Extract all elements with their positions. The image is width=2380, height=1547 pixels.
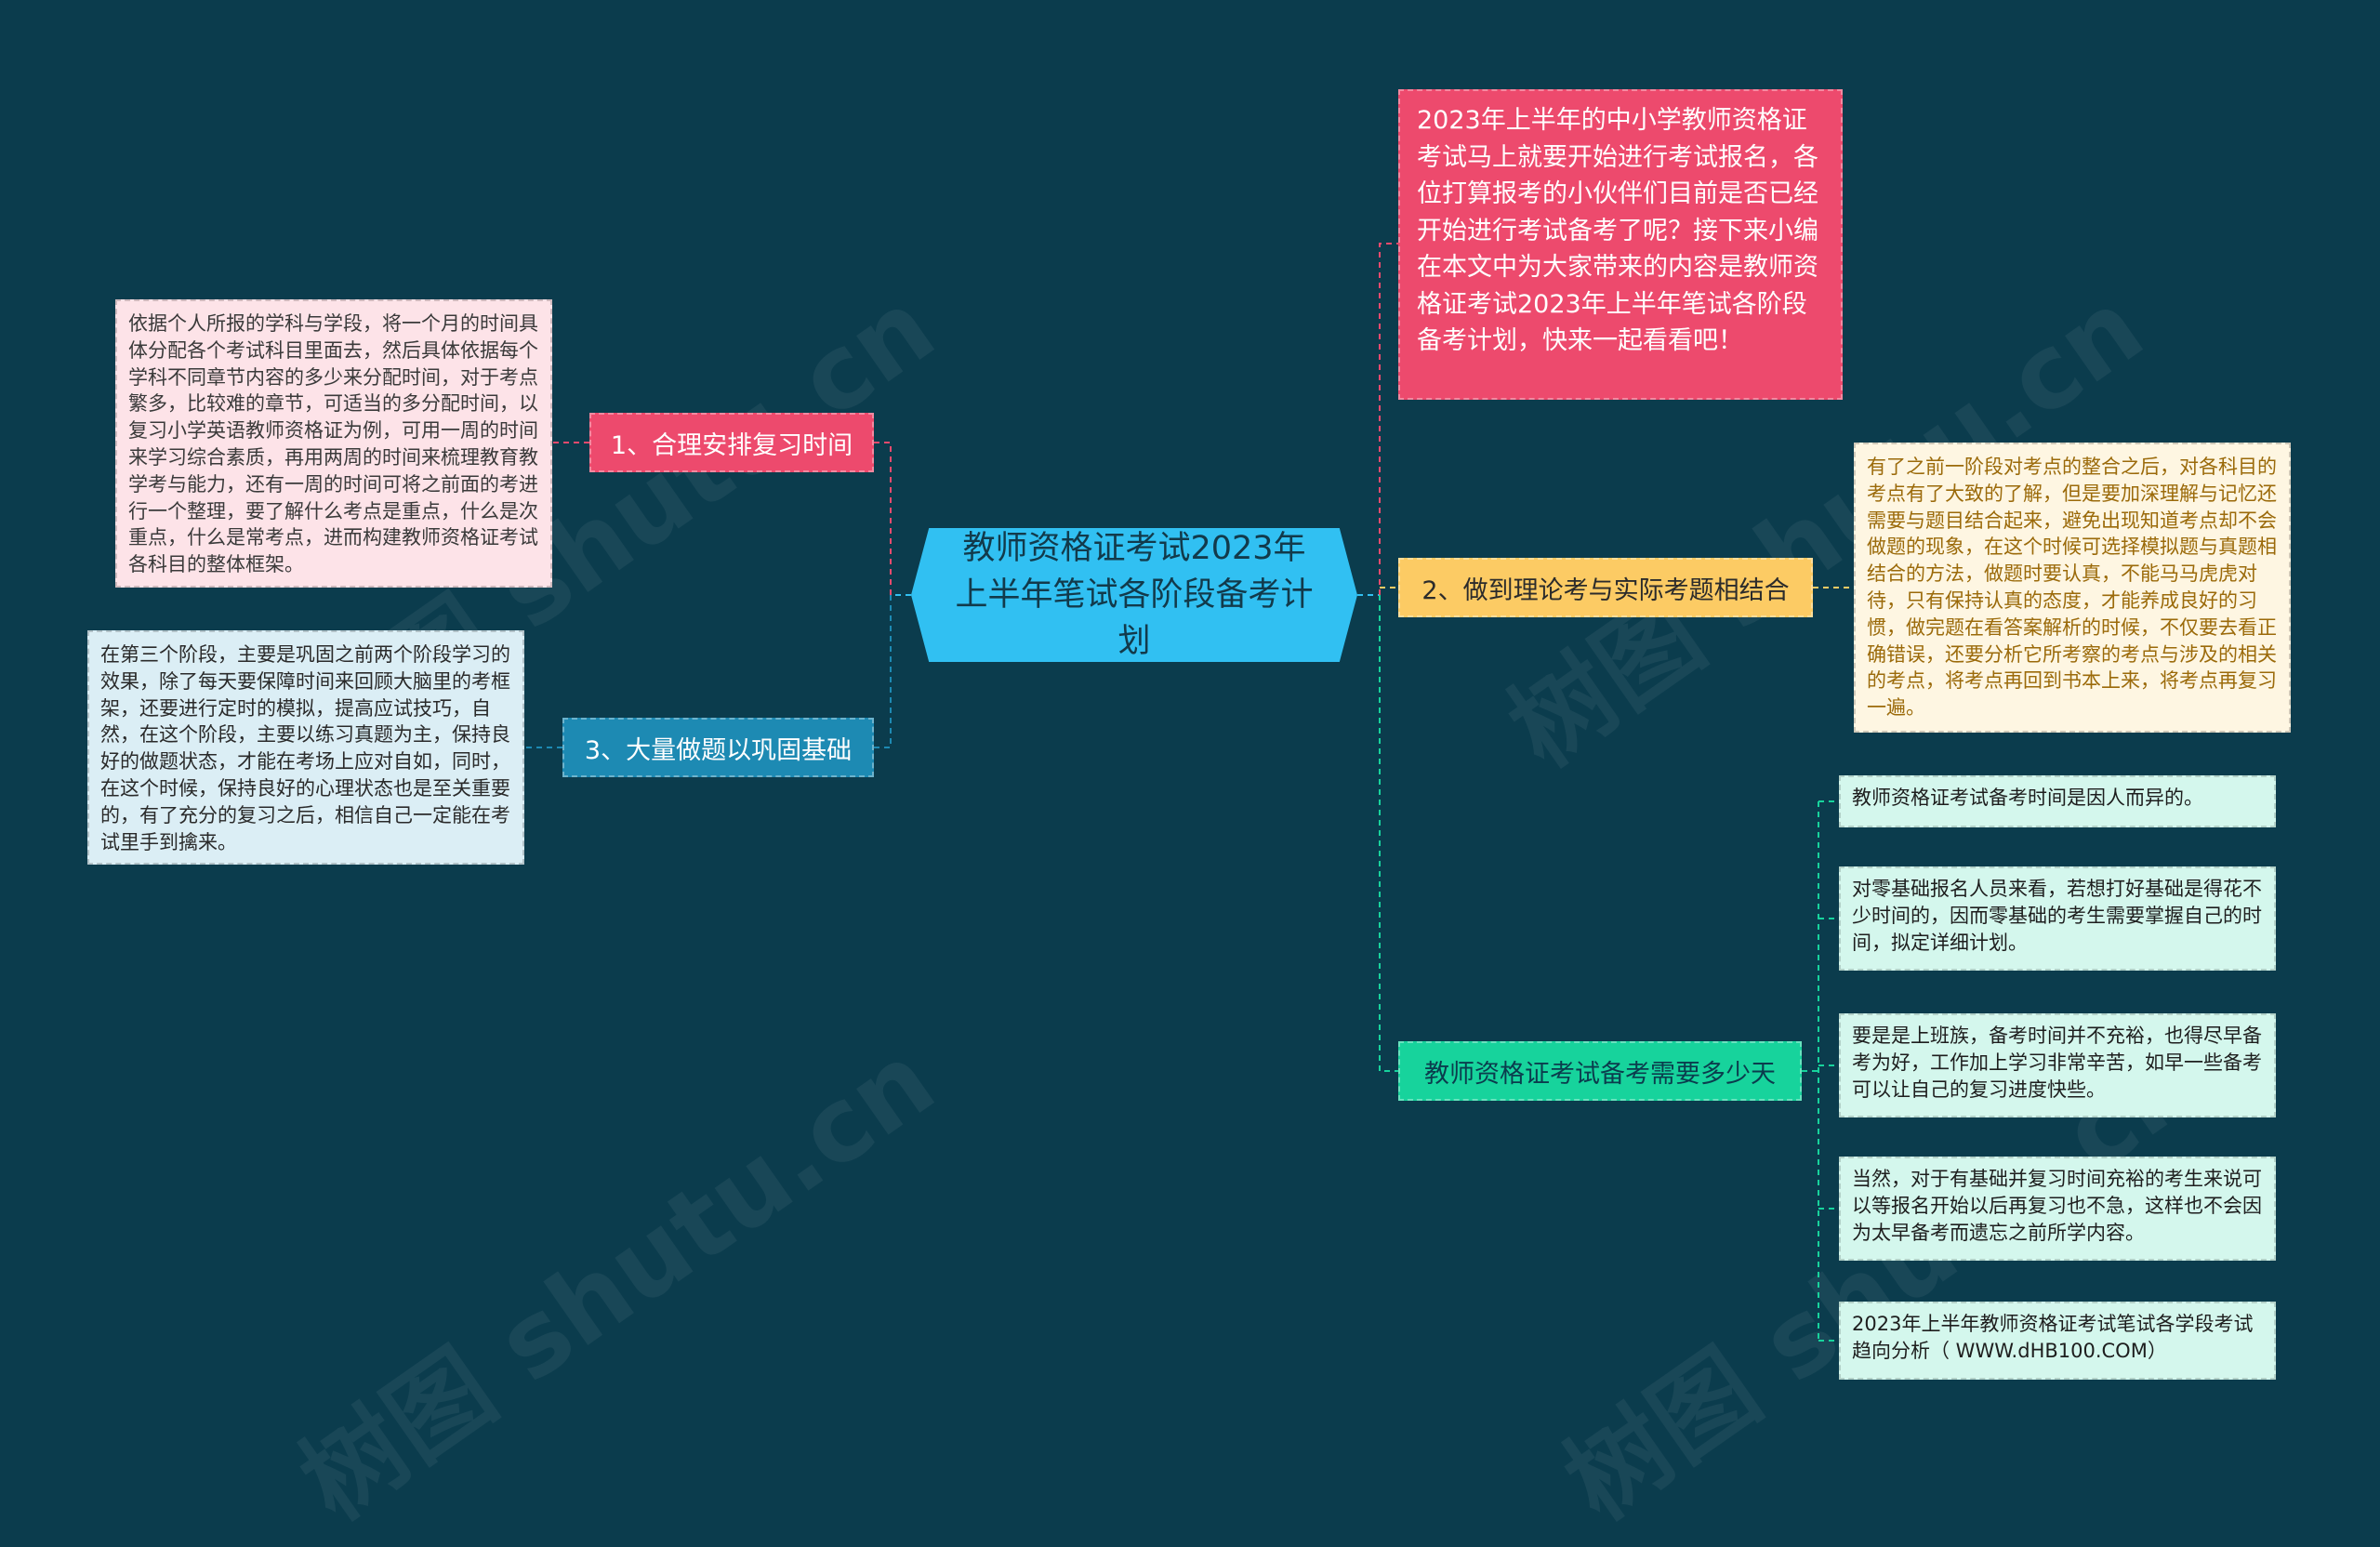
branch-theory-practice[interactable]: 2、做到理论考与实际考题相结合 — [1398, 558, 1813, 617]
connector-lines — [524, 243, 1854, 1342]
connector-left-trunk-pink — [874, 442, 892, 595]
leaf-prep-days-5[interactable]: 2023年上半年教师资格证考试笔试各学段考试趋向分析（ WWW.dHB100.C… — [1839, 1302, 2276, 1380]
leaf-review-time-detail[interactable]: 依据个人所报的学科与学段，将一个月的时间具体分配各个考试科目里面去，然后具体依据… — [115, 299, 552, 588]
leaf-prep-days-3[interactable]: 要是是上班族，备考时间并不充裕，也得尽早备考为好，工作加上学习非常辛苦，如早一些… — [1839, 1013, 2276, 1117]
branch-review-time[interactable]: 1、合理安排复习时间 — [589, 413, 874, 472]
leaf-theory-practice-detail[interactable]: 有了之前一阶段对考点的整合之后，对各科目的考点有了大致的了解，但是要加深理解与记… — [1854, 443, 2291, 733]
connector-right-green — [1379, 595, 1398, 1072]
leaf-prep-days-4[interactable]: 当然，对于有基础并复习时间充裕的考生来说可以等报名开始以后再复习也不急，这样也不… — [1839, 1157, 2276, 1261]
leaf-prep-days-2[interactable]: 对零基础报名人员来看，若想打好基础是得花不少时间的，因而零基础的考生需要掌握自己… — [1839, 866, 2276, 971]
connector-right-intro — [1379, 243, 1398, 595]
leaf-practice-detail[interactable]: 在第三个阶段，主要是巩固之前两个阶段学习的效果，除了每天要保障时间来回顾大脑里的… — [87, 630, 524, 865]
branch-prep-days[interactable]: 教师资格证考试备考需要多少天 — [1398, 1041, 1802, 1101]
center-topic[interactable]: 教师资格证考试2023年上半年笔试各阶段备考计划 — [911, 528, 1357, 662]
intro-node[interactable]: 2023年上半年的中小学教师资格证考试马上就要开始进行考试报名，各位打算报考的小… — [1398, 89, 1843, 400]
leaf-prep-days-1[interactable]: 教师资格证考试备考时间是因人而异的。 — [1839, 775, 2276, 827]
connector-left-trunk-blue — [874, 595, 892, 748]
branch-practice[interactable]: 3、大量做题以巩固基础 — [562, 718, 874, 777]
